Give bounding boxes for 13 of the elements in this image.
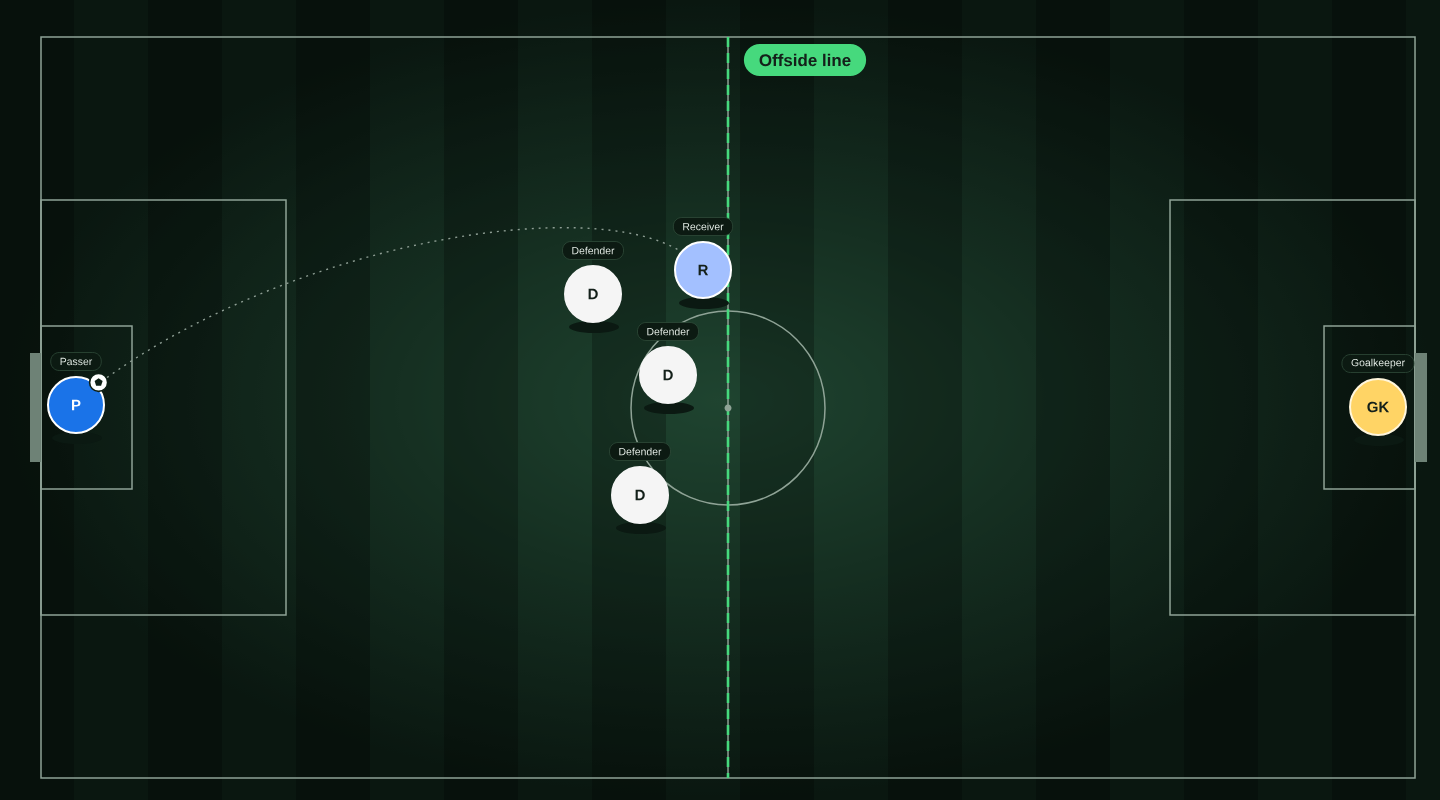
name-tag: Defender	[562, 241, 624, 260]
player-token: D	[639, 346, 697, 414]
line-label: Offside line	[743, 44, 867, 76]
name-tag: Passer	[50, 352, 102, 371]
player-token: R	[674, 241, 732, 309]
name-tag: Defender	[637, 322, 699, 341]
player-token: P	[47, 376, 105, 444]
player-token: D	[611, 466, 669, 534]
name-tag: Defender	[609, 442, 671, 461]
name-tag: Receiver	[672, 217, 734, 236]
player-token: GK	[1349, 378, 1407, 446]
player-token: D	[564, 265, 622, 333]
name-tag: Goalkeeper	[1341, 354, 1415, 373]
